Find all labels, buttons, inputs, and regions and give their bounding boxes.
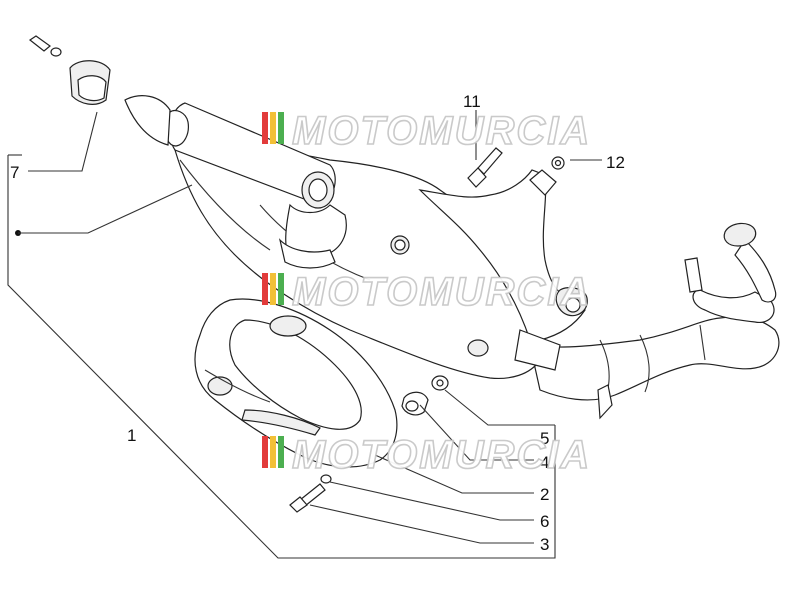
- callout-3: 3: [540, 535, 549, 554]
- heat-shield: [194, 298, 398, 468]
- watermark-stripe-yellow: [270, 273, 276, 305]
- callout-12: 12: [606, 153, 625, 172]
- watermark-bottom: MOTOMURCIA: [262, 432, 591, 478]
- watermark-stripe-green: [278, 112, 284, 144]
- callout-2: 2: [540, 485, 549, 504]
- watermark-stripe-yellow: [270, 112, 276, 144]
- bolt-top-left: [28, 35, 62, 57]
- callout-4: 4: [540, 453, 549, 472]
- silencer-body: [174, 145, 588, 380]
- watermark-stripe-red: [262, 112, 268, 144]
- watermark-middle: MOTOMURCIA: [262, 269, 591, 315]
- watermark-text: MOTOMURCIA: [292, 109, 591, 153]
- exhaust-header-pipe: [529, 222, 780, 420]
- watermark-stripe-red: [262, 273, 268, 305]
- watermark-top: MOTOMURCIA: [262, 108, 591, 154]
- watermark-stripe-green: [278, 273, 284, 305]
- callout-5: 5: [540, 429, 549, 448]
- washer-6: [320, 474, 332, 484]
- callout-11: 11: [463, 92, 481, 111]
- watermark-stripe-green: [278, 436, 284, 468]
- callout-1: 1: [127, 426, 136, 445]
- watermark-stripe-red: [262, 436, 268, 468]
- nut-12: [551, 156, 565, 170]
- washer-5: [431, 375, 449, 391]
- grommet-4: [401, 391, 429, 416]
- watermark-stripe-yellow: [270, 436, 276, 468]
- watermark-text: MOTOMURCIA: [292, 433, 591, 477]
- muffler-can: [124, 95, 347, 269]
- bolt-11: [467, 147, 503, 188]
- callout-6: 6: [540, 512, 549, 531]
- bolt-3: [289, 483, 326, 513]
- watermark-text: MOTOMURCIA: [292, 270, 591, 314]
- end-cap-7: [69, 60, 111, 105]
- leader-lines: [7, 110, 602, 559]
- callout-7: 7: [10, 163, 19, 182]
